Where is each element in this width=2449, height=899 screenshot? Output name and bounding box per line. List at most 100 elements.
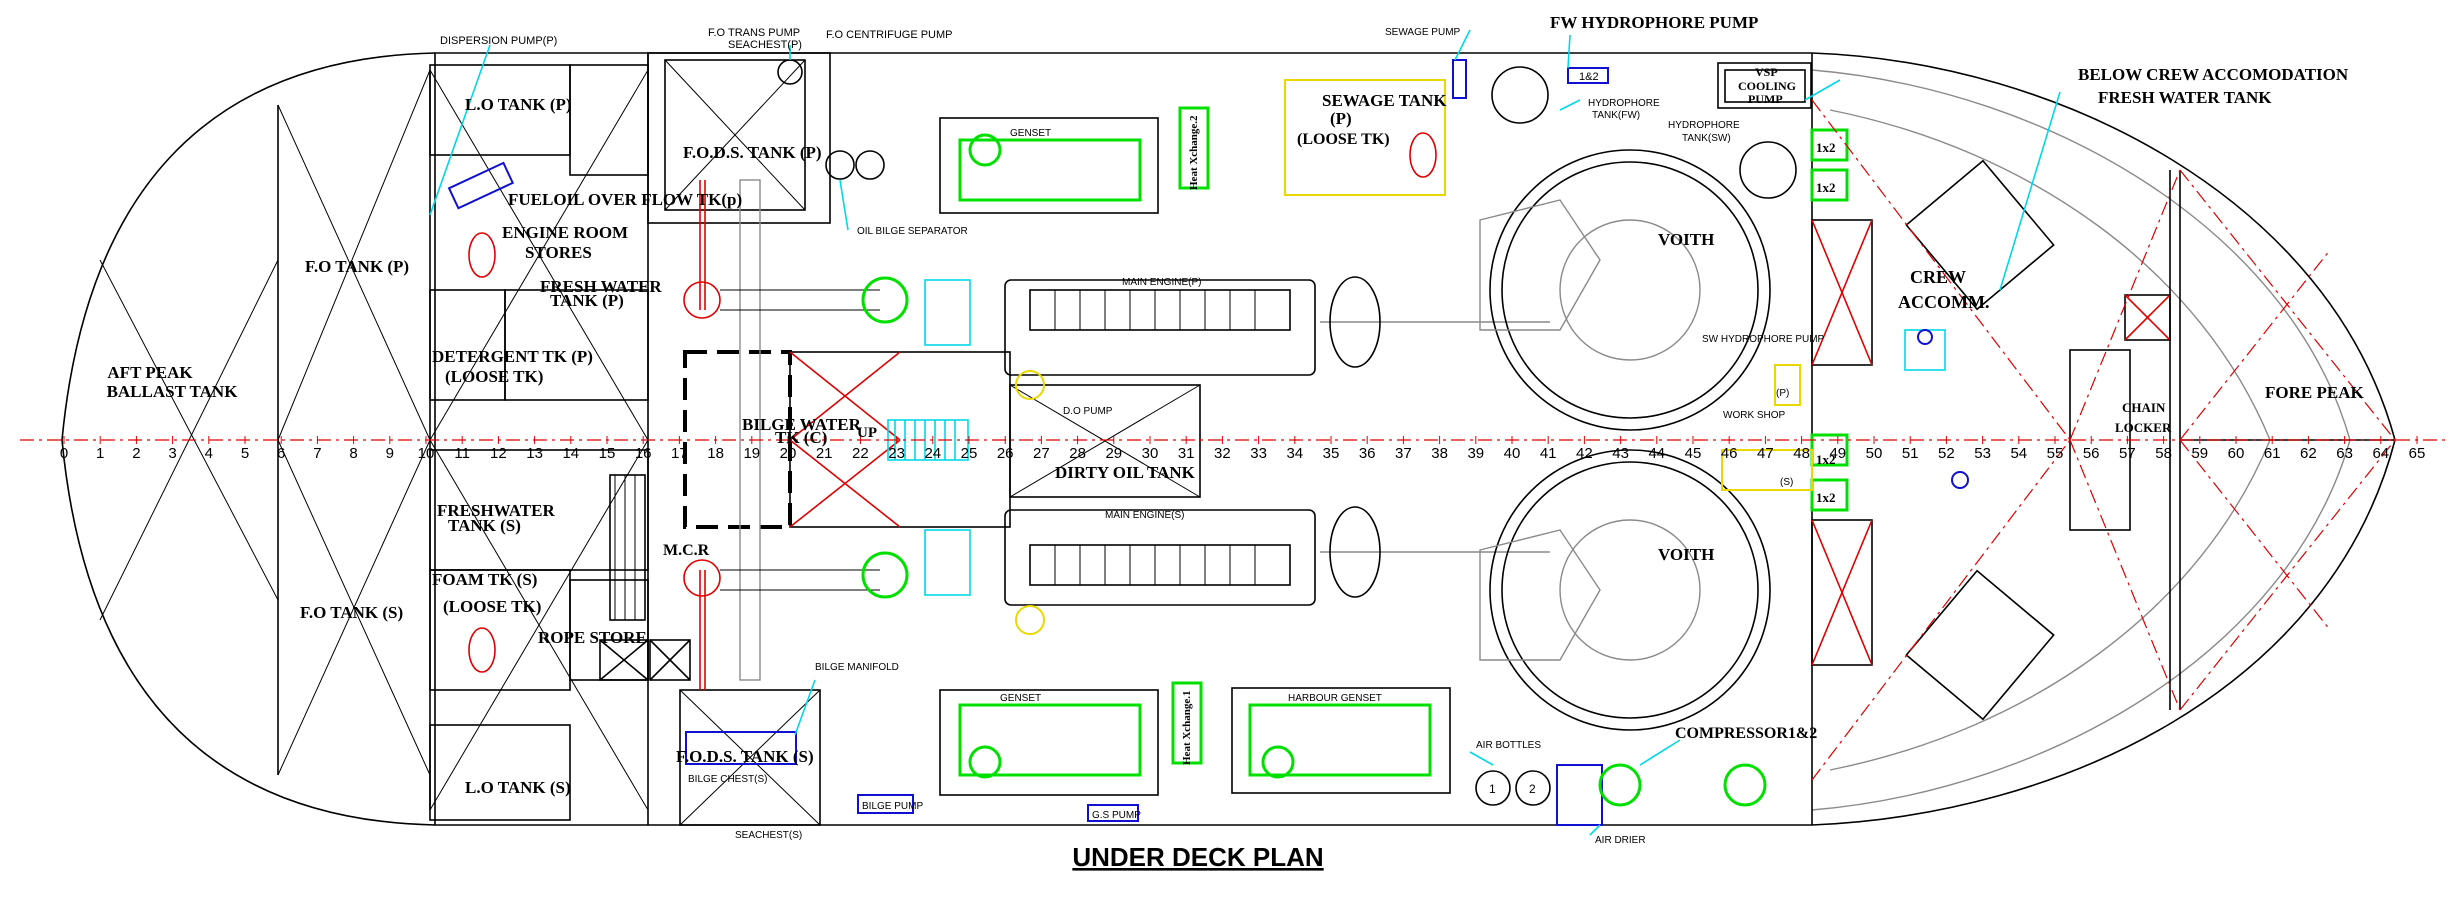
frame-number: 48: [1793, 445, 1810, 462]
aft-compartments: [429, 64, 691, 821]
sewage-pump-label: SEWAGE PUMP: [1385, 27, 1461, 38]
freshwater-s-label-2: TANK (S): [448, 516, 521, 535]
engine-room-stores-label: ENGINE ROOM: [502, 223, 628, 242]
voith-top-label: VOITH: [1658, 230, 1714, 249]
frame-number: 1: [96, 445, 104, 462]
frame-number: 19: [743, 445, 760, 462]
air-bottle-2: 2: [1529, 782, 1536, 796]
sewage-tank-label: SEWAGE TANK: [1322, 91, 1447, 110]
crew-accomm-label-2: ACCOMM.: [1898, 292, 1989, 312]
tank-p-label: (P): [1776, 388, 1789, 399]
detergent-label: DETERGENT TK (P): [432, 347, 593, 366]
bilge-water-label: BILGE WATER: [742, 415, 862, 434]
frame-number: 49: [1829, 445, 1846, 462]
fods-tank-s-label: F.O.D.S. TANK (S): [676, 747, 814, 766]
frame-number: 47: [1757, 445, 1774, 462]
frame-number: 2: [132, 445, 140, 462]
frame-number: 11: [454, 445, 470, 462]
fore-compartments: [1811, 159, 2171, 721]
foam-tank-label: FOAM TK (S): [432, 570, 537, 589]
frame-number: 44: [1648, 445, 1665, 462]
frame-number: 22: [852, 445, 869, 462]
fo-trans-pump-label-2: SEACHEST(P): [728, 39, 802, 51]
frame-number: 34: [1286, 445, 1303, 462]
fods-tank-p-label: F.O.D.S. TANK (P): [683, 143, 822, 162]
lo-tank-p-label: L.O TANK (P): [465, 95, 572, 114]
frame-number: 39: [1467, 445, 1484, 462]
dispersion-pump-label: DISPERSION PUMP(P): [440, 35, 557, 47]
heat-exchanger-1-label: Heat Xchange.1: [1181, 690, 1193, 765]
voith-propeller-starboard: [1479, 449, 1771, 731]
bilge-water-label-2: TK (C): [775, 428, 827, 447]
frame-number: 4: [205, 445, 213, 462]
frame-number: 3: [168, 445, 176, 462]
main-engine-p-label: MAIN ENGINE(P): [1122, 277, 1201, 288]
main-engine-s-label: MAIN ENGINE(S): [1105, 510, 1184, 521]
rope-store-label: ROPE STORE: [538, 628, 647, 647]
frame-number: 21: [816, 445, 833, 462]
frame-number: 64: [2372, 445, 2389, 462]
vsp-cooling-pump-label: VSP: [1755, 65, 1778, 79]
frame-number: 33: [1250, 445, 1267, 462]
fw-tank-p-label-2: TANK (P): [550, 291, 624, 310]
frame-number: 6: [277, 445, 285, 462]
harbour-genset-label: HARBOUR GENSET: [1288, 693, 1382, 704]
shafting: [683, 179, 1550, 690]
frame-number: 65: [2409, 445, 2426, 462]
bilge-chest-label: BILGE CHEST(S): [688, 774, 767, 785]
fo-tank-p-label: F.O TANK (P): [305, 257, 409, 276]
berth-label-3: 1x2: [1816, 452, 1836, 467]
frame-number: 9: [386, 445, 394, 462]
frame-number: 32: [1214, 445, 1231, 462]
page-title: UNDER DECK PLAN: [1072, 842, 1323, 872]
frame-number: 12: [490, 445, 507, 462]
detergent-label-2: (LOOSE TK): [445, 367, 543, 386]
oil-bilge-separator-label: OIL BILGE SEPARATOR: [857, 226, 968, 237]
aft-peak-label-2: BALLAST TANK: [107, 382, 239, 401]
frame-number: 52: [1938, 445, 1955, 462]
frame-number: 14: [562, 445, 579, 462]
frame-number: 62: [2300, 445, 2317, 462]
air-bottles-label: AIR BOTTLES: [1476, 740, 1541, 751]
bilge-pump-label: BILGE PUMP: [862, 801, 923, 812]
vsp-cooling-pump-label-2: COOLING: [1738, 79, 1796, 93]
do-pump-label: D.O PUMP: [1063, 406, 1113, 417]
foam-tank-label-2: (LOOSE TK): [443, 597, 541, 616]
fo-centrifuge-label: F.O CENTRIFUGE PUMP: [826, 29, 953, 41]
frame-number: 15: [599, 445, 616, 462]
hull-outline: [61, 52, 2396, 826]
air-drier-label: AIR DRIER: [1595, 835, 1646, 846]
frame-number: 36: [1359, 445, 1376, 462]
frame-number: 59: [2191, 445, 2208, 462]
frame-number: 37: [1395, 445, 1412, 462]
frame-number: 42: [1576, 445, 1593, 462]
frame-number: 51: [1902, 445, 1919, 462]
below-crew-label-2: FRESH WATER TANK: [2098, 88, 2272, 107]
frame-number: 56: [2083, 445, 2100, 462]
frame-number: 25: [961, 445, 978, 462]
fw-tank-p-label: FRESH WATER: [540, 277, 662, 296]
tank-s-label: (S): [1780, 477, 1793, 488]
up-label: UP: [857, 425, 877, 441]
frame-number: 28: [1069, 445, 1086, 462]
freshwater-s-label: FRESHWATER: [437, 501, 555, 520]
frame-number: 0: [60, 445, 68, 462]
gs-pump-label: G.S PUMP: [1092, 810, 1141, 821]
fo-trans-pump-label: F.O TRANS PUMP: [708, 27, 800, 39]
genset-top: [939, 106, 1210, 214]
frame-number: 63: [2336, 445, 2353, 462]
hydrophore-fw-label-2: TANK(FW): [1592, 110, 1640, 121]
labels: AFT PEAK BALLAST TANK F.O TANK (P) F.O T…: [107, 13, 2365, 872]
frame-number: 30: [1142, 445, 1159, 462]
frame-number: 46: [1721, 445, 1738, 462]
chain-locker-label: CHAIN: [2122, 400, 2166, 415]
sw-hydrophore-pump-label: SW HYDROPHORE PUMP: [1702, 334, 1825, 345]
frame-number: 61: [2264, 445, 2281, 462]
misc-equipment: [447, 59, 1849, 826]
chain-locker-label-2: LOCKER: [2115, 420, 2172, 435]
frame-number: 41: [1540, 445, 1557, 462]
dirty-oil-tank-label: DIRTY OIL TANK: [1055, 463, 1196, 482]
compressor-label: COMPRESSOR1&2: [1675, 725, 1817, 742]
below-crew-label: BELOW CREW ACCOMODATION: [2078, 65, 2349, 84]
